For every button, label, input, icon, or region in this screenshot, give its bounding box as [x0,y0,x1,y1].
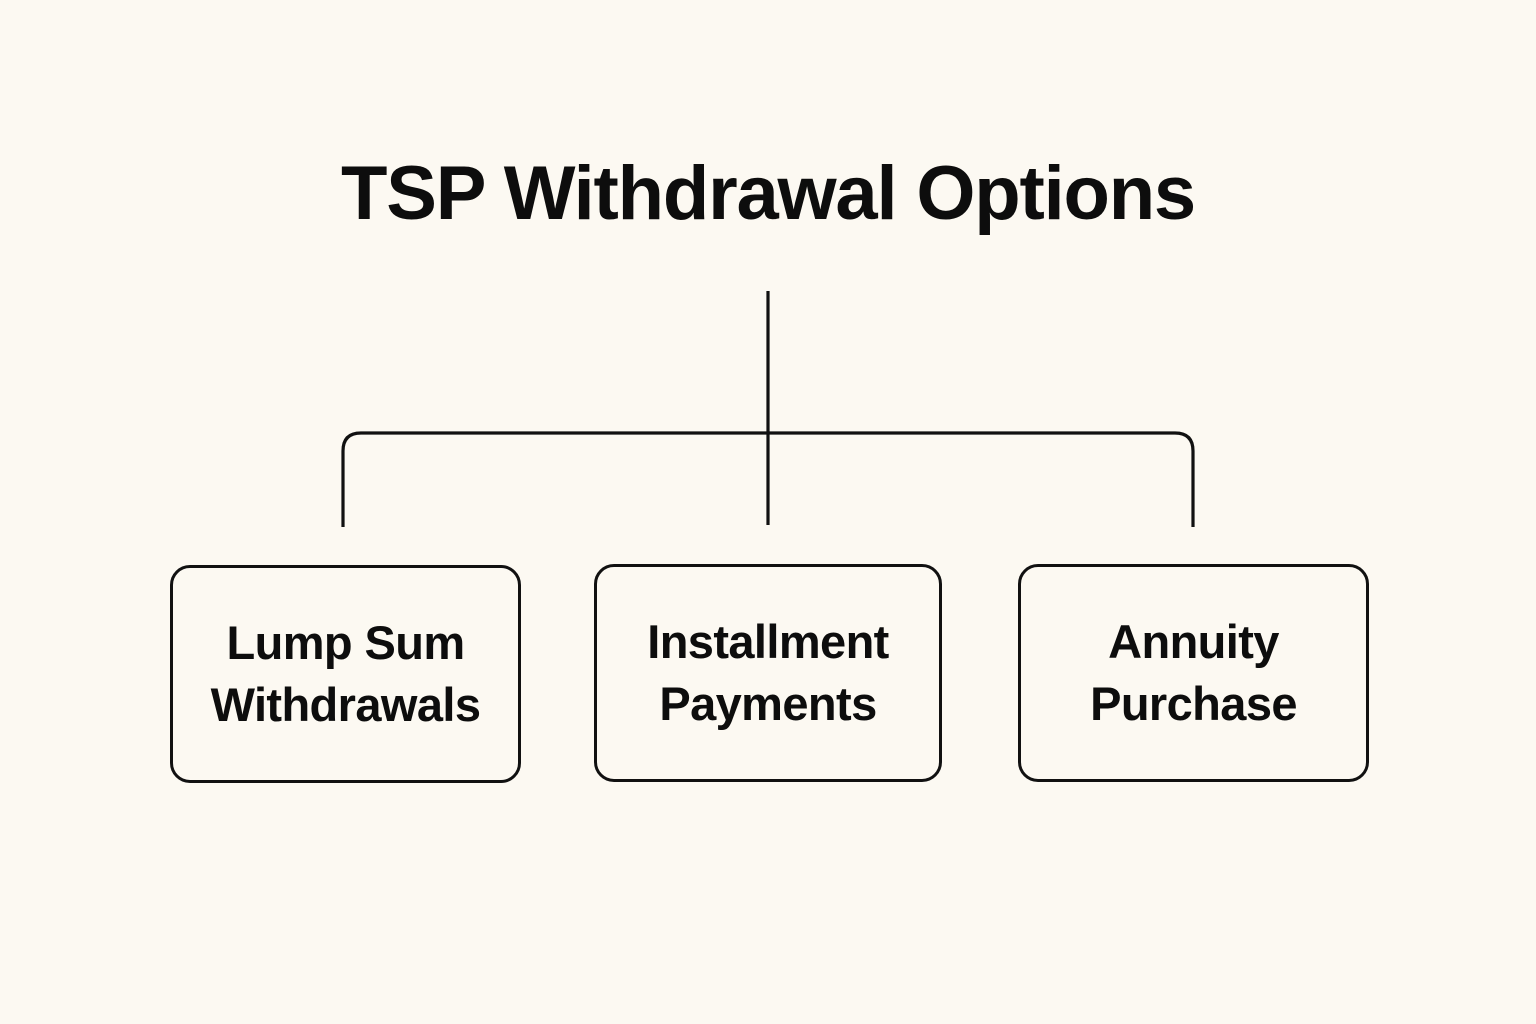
node-installment-payments[interactable]: Installment Payments [594,564,942,782]
node-label: Annuity Purchase [1090,614,1297,730]
branch-bus-line [341,431,1195,527]
node-label: Installment Payments [647,614,889,730]
node-lump-sum-withdrawals[interactable]: Lump Sum Withdrawals [170,565,521,783]
node-label: Lump Sum Withdrawals [210,615,481,731]
node-annuity-purchase[interactable]: Annuity Purchase [1018,564,1369,782]
page-title: TSP Withdrawal Options [340,151,1196,236]
